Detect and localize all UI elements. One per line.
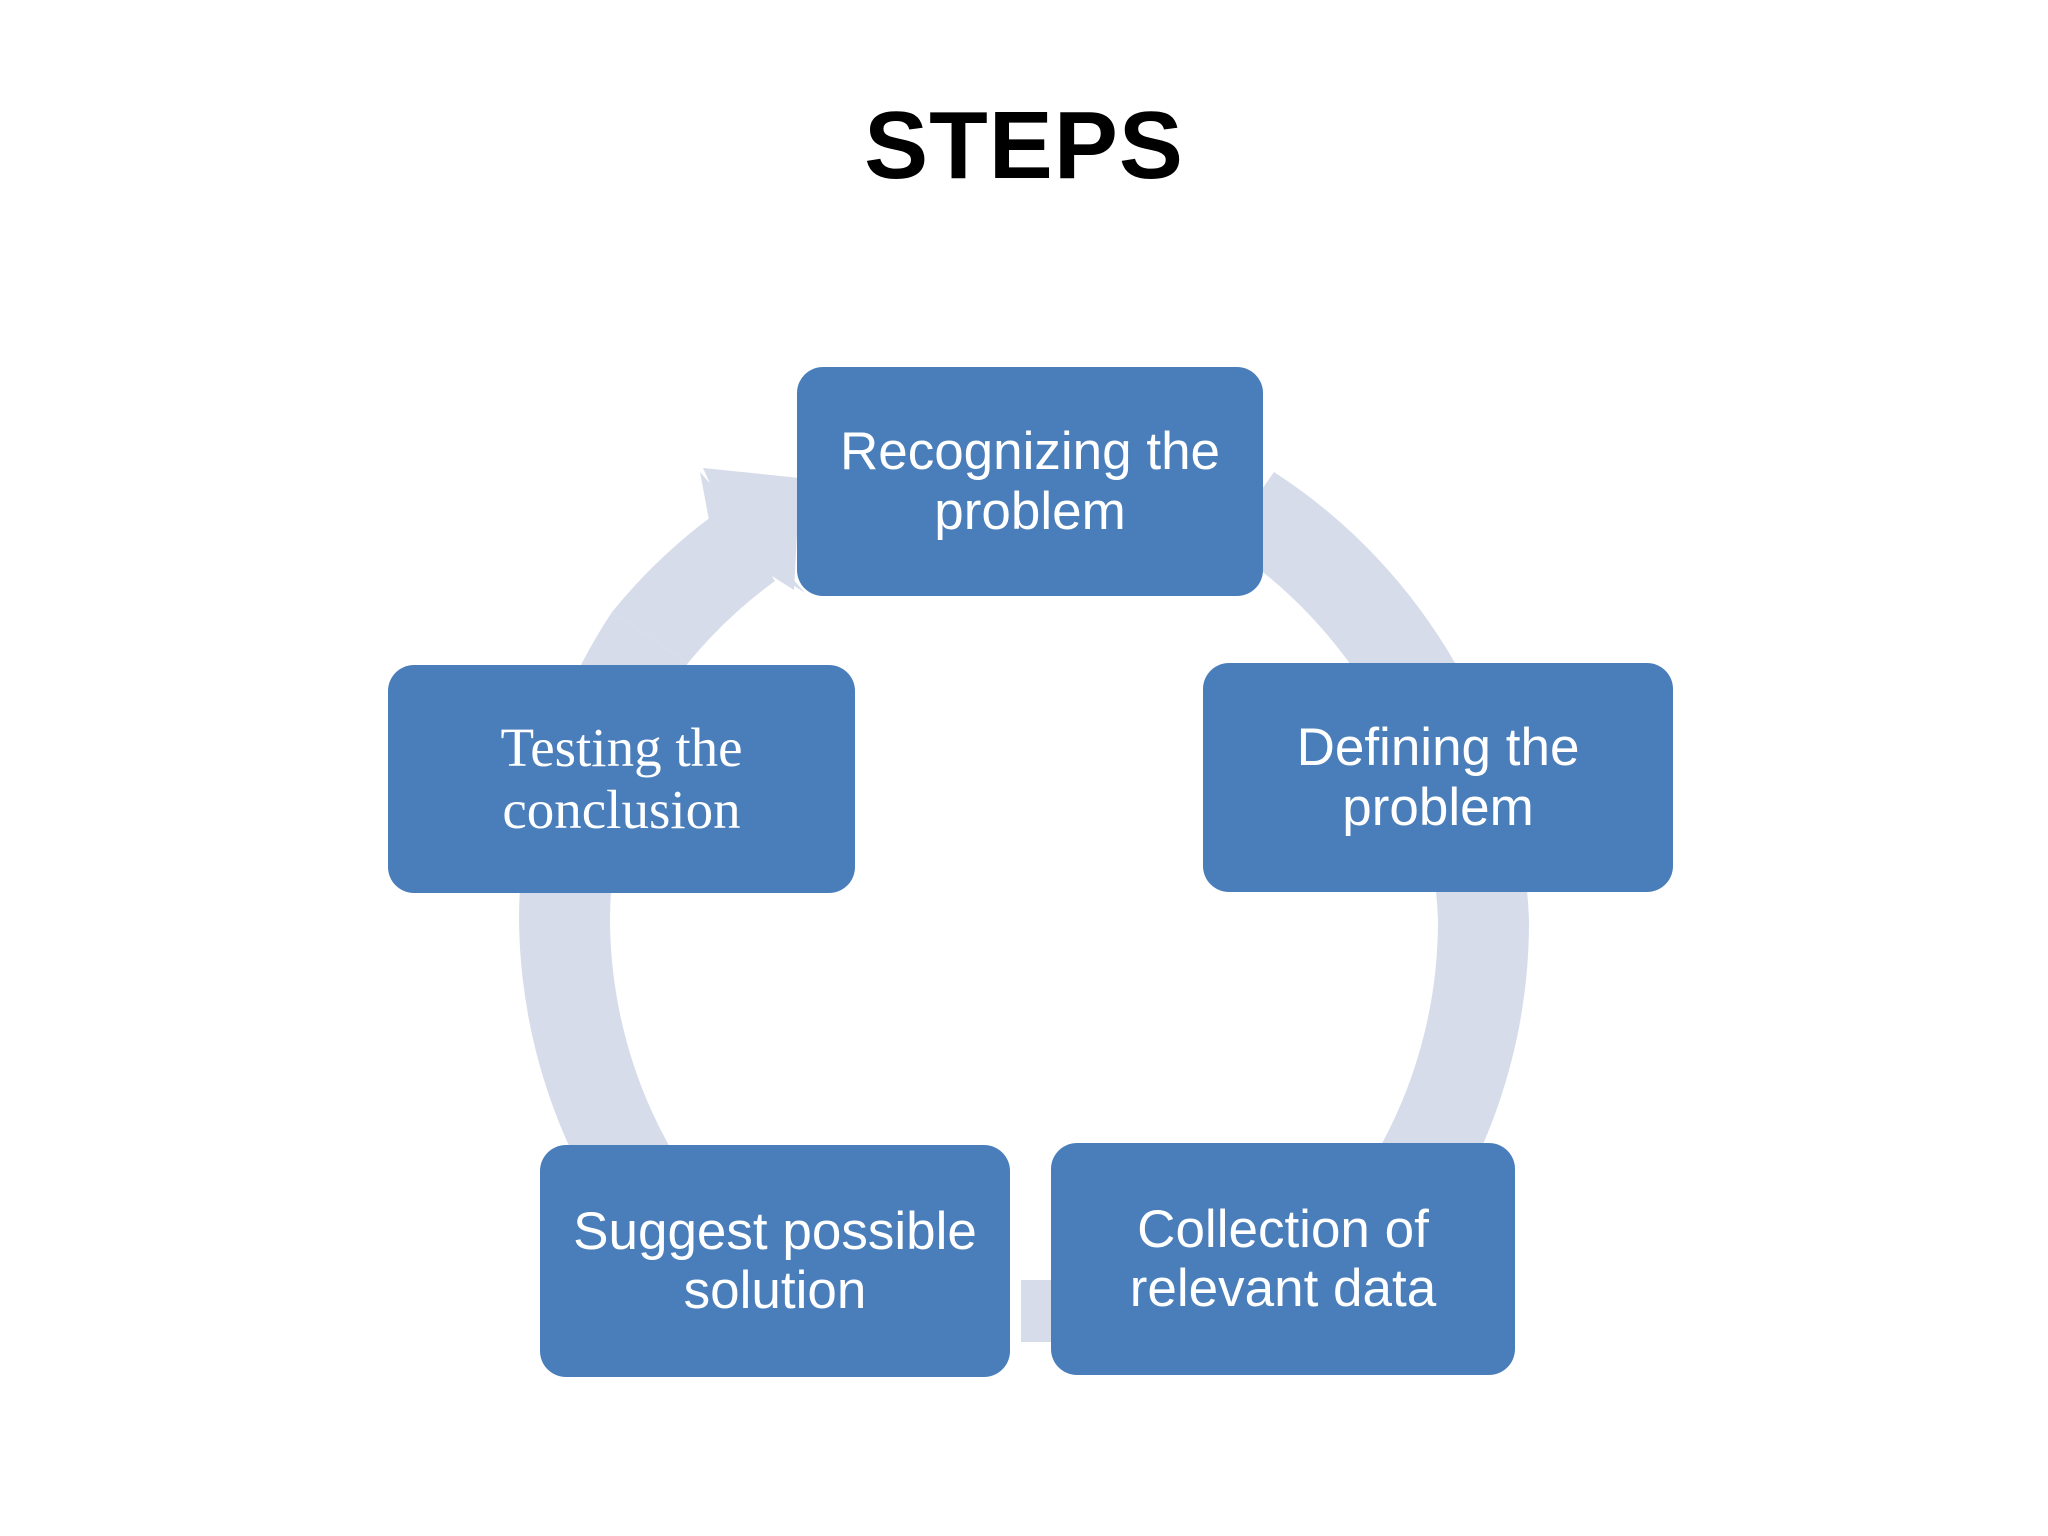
cycle-arrow-shaft [612, 506, 775, 663]
step-box-suggest-possible-solution[interactable]: Suggest possible solution [540, 1145, 1010, 1377]
step-box-collection-of-relevant-data[interactable]: Collection of relevant data [1051, 1143, 1515, 1375]
cycle-arc-gap-stub [1021, 1280, 1051, 1342]
page-title: STEPS [864, 92, 1184, 199]
step-box-recognizing-the-problem[interactable]: Recognizing the problem [797, 367, 1263, 596]
cycle-arrow-head-triangle [703, 468, 800, 590]
step-box-testing-the-conclusion[interactable]: Testing the conclusion [388, 665, 855, 893]
step-box-defining-the-problem[interactable]: Defining the problem [1203, 663, 1673, 892]
